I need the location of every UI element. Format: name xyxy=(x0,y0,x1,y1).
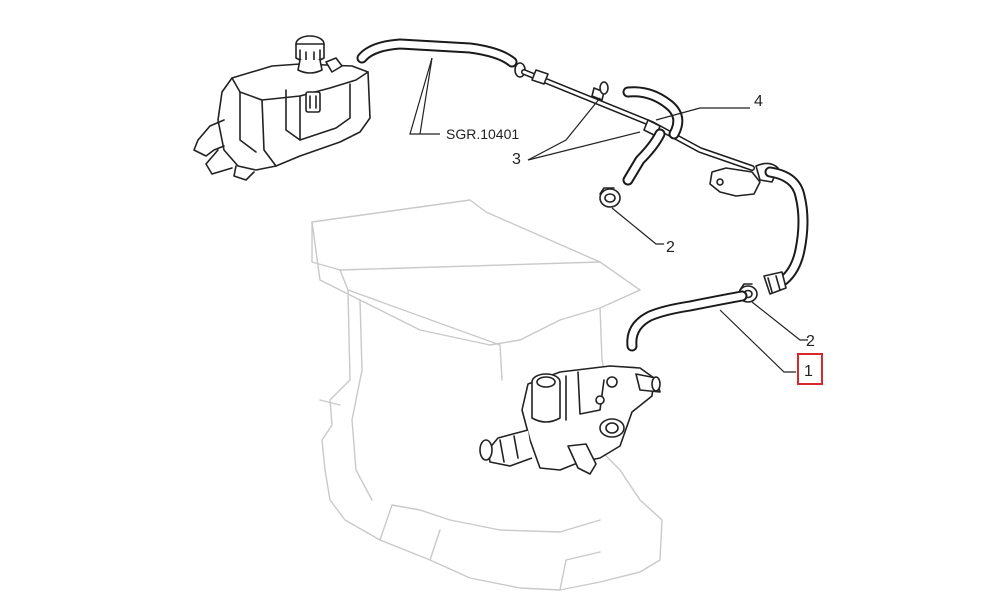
callout-4: 4 xyxy=(754,93,763,110)
leader-lines xyxy=(409,57,808,373)
callout-2-lower: 2 xyxy=(806,333,815,350)
metal-pipe xyxy=(521,69,755,171)
short-hoses xyxy=(622,86,684,186)
main-hose xyxy=(626,290,748,352)
expansion-tank xyxy=(193,35,371,181)
hose-tank-upper xyxy=(356,38,526,78)
clamp-upper xyxy=(599,187,621,208)
callout-3: 3 xyxy=(512,151,521,168)
engine-block-ghost xyxy=(311,199,663,591)
hose-bend-right xyxy=(763,166,809,295)
thermostat-housing xyxy=(479,365,661,475)
reference-label: SGR.10401 xyxy=(446,126,519,142)
callout-2-upper: 2 xyxy=(666,239,675,256)
highlight-box xyxy=(797,353,823,385)
callout-1: 1 xyxy=(804,363,813,380)
